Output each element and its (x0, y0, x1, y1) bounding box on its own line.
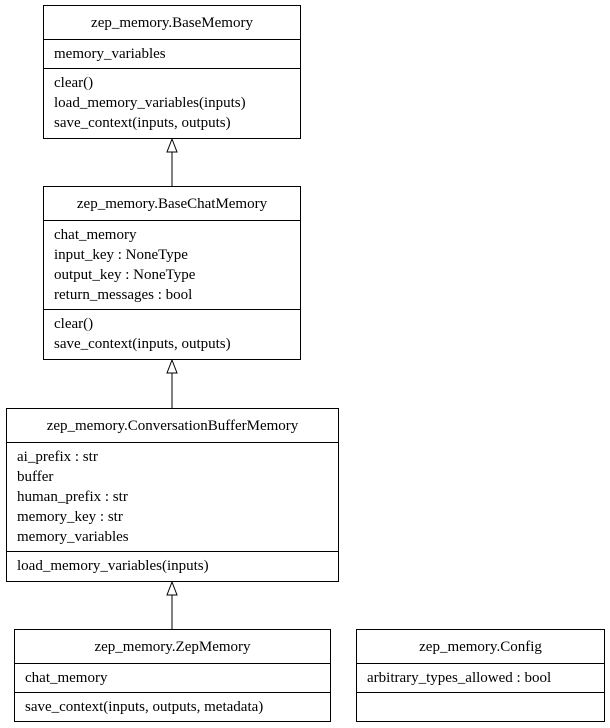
methods-section: load_memory_variables(inputs) (7, 551, 338, 580)
attribute: output_key : NoneType (54, 267, 196, 283)
attribute: memory_variables (17, 529, 129, 545)
methods-section (357, 692, 604, 721)
class-config: zep_memory.Config arbitrary_types_allowe… (356, 629, 605, 722)
class-base-memory: zep_memory.BaseMemory memory_variables c… (43, 5, 301, 139)
attributes-section: ai_prefix : str buffer human_prefix : st… (7, 443, 338, 551)
attribute: memory_variables (54, 46, 166, 62)
attributes-section: chat_memory (15, 664, 330, 692)
attributes-section: arbitrary_types_allowed : bool (357, 664, 604, 692)
class-zep-memory: zep_memory.ZepMemory chat_memory save_co… (14, 629, 331, 722)
attribute: memory_key : str (17, 509, 123, 525)
attribute: arbitrary_types_allowed : bool (367, 670, 552, 686)
method: save_context(inputs, outputs) (54, 336, 231, 352)
class-name: zep_memory.BaseMemory (44, 6, 300, 40)
attribute: human_prefix : str (17, 489, 128, 505)
class-name: zep_memory.BaseChatMemory (44, 187, 300, 221)
attribute: chat_memory (54, 227, 137, 243)
method: save_context(inputs, outputs) (54, 115, 231, 131)
class-base-chat-memory: zep_memory.BaseChatMemory chat_memory in… (43, 186, 301, 360)
attribute: chat_memory (25, 670, 108, 686)
attributes-section: chat_memory input_key : NoneType output_… (44, 221, 300, 309)
inheritance-arrowhead (166, 580, 178, 596)
attribute: input_key : NoneType (54, 247, 188, 263)
class-name: zep_memory.Config (357, 630, 604, 664)
methods-section: clear() load_memory_variables(inputs) sa… (44, 68, 300, 137)
methods-section: save_context(inputs, outputs, metadata) (15, 692, 330, 721)
method: load_memory_variables(inputs) (17, 558, 209, 574)
method: save_context(inputs, outputs, metadata) (25, 699, 264, 715)
attribute: buffer (17, 469, 54, 485)
method: load_memory_variables(inputs) (54, 95, 246, 111)
class-conversation-buffer-memory: zep_memory.ConversationBufferMemory ai_p… (6, 408, 339, 582)
inheritance-arrowhead (166, 137, 178, 153)
methods-section: clear() save_context(inputs, outputs) (44, 309, 300, 358)
inheritance-arrowhead (166, 358, 178, 374)
method: clear() (54, 75, 94, 91)
attribute: return_messages : bool (54, 287, 193, 303)
class-name: zep_memory.ZepMemory (15, 630, 330, 664)
class-name: zep_memory.ConversationBufferMemory (7, 409, 338, 443)
method: clear() (54, 316, 94, 332)
attribute: ai_prefix : str (17, 449, 98, 465)
attributes-section: memory_variables (44, 40, 300, 68)
